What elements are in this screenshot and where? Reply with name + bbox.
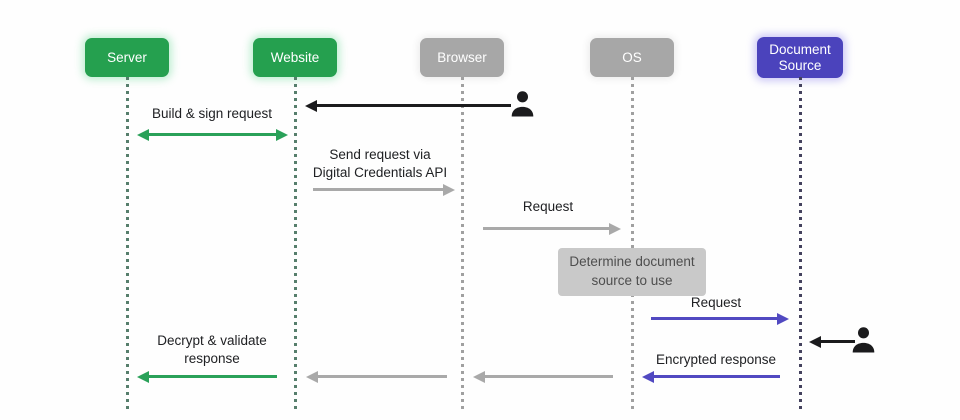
message-label-request-os-source: Request bbox=[690, 295, 742, 310]
arrow-build-sign bbox=[147, 133, 278, 136]
arrow-response-os-browser bbox=[483, 375, 613, 378]
user-gesture-arrow bbox=[315, 104, 511, 107]
arrow-response-browser-website bbox=[316, 375, 447, 378]
arrow-send-request bbox=[313, 188, 445, 191]
actor-website-label: Website bbox=[270, 49, 320, 65]
lifeline-document-source bbox=[799, 77, 802, 412]
arrow-request-browser-os bbox=[483, 227, 611, 230]
lifeline-server bbox=[126, 77, 129, 412]
lifeline-os bbox=[631, 77, 634, 412]
actor-website: Website bbox=[253, 38, 337, 77]
actor-browser: Browser bbox=[420, 38, 504, 77]
arrow-encrypted-response bbox=[652, 375, 780, 378]
user-icon bbox=[852, 327, 875, 353]
arrow-request-os-source bbox=[651, 317, 779, 320]
user-gesture-arrow-source bbox=[819, 340, 855, 343]
actor-document-source: Document Source bbox=[757, 37, 843, 78]
actor-server: Server bbox=[85, 38, 169, 77]
arrow-decrypt-validate bbox=[147, 375, 277, 378]
lifeline-browser bbox=[461, 77, 464, 412]
note-determine-document-source: Determine document source to use bbox=[558, 248, 706, 296]
message-label-send-request: Send request via Digital Credentials API bbox=[312, 147, 448, 180]
actor-os: OS bbox=[590, 38, 674, 77]
actor-document-source-label: Document Source bbox=[769, 41, 831, 73]
actor-browser-label: Browser bbox=[437, 49, 487, 65]
message-label-build-sign: Build & sign request bbox=[151, 106, 273, 121]
actor-os-label: OS bbox=[622, 49, 642, 65]
message-label-decrypt-validate: Decrypt & validate response bbox=[157, 333, 267, 366]
actor-server-label: Server bbox=[107, 49, 147, 65]
lifeline-website bbox=[294, 77, 297, 412]
message-label-request-browser-os: Request bbox=[522, 199, 574, 214]
user-icon bbox=[511, 91, 534, 117]
message-label-encrypted-response: Encrypted response bbox=[655, 352, 777, 367]
